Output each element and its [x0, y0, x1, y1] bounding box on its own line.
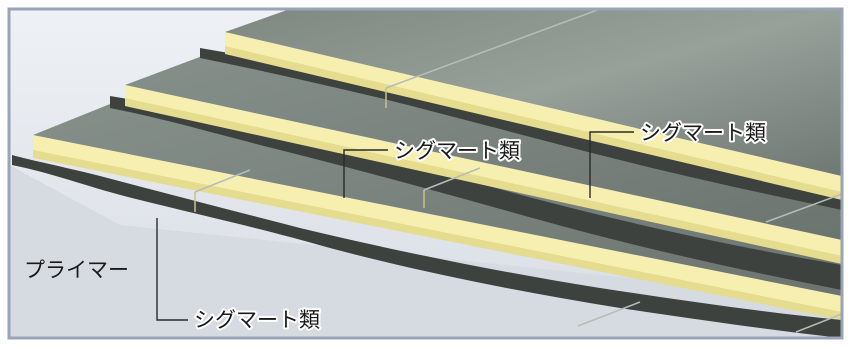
membrane-sheet-1: [33, 100, 842, 296]
label-sigmart-middle: シグマート類: [394, 139, 520, 163]
seam-line-lower-right: [795, 313, 842, 333]
leader-sigmart-middle: [343, 149, 388, 198]
adhesive-layer-3: [200, 48, 842, 210]
seam-line-middle: [423, 167, 481, 191]
adhesive-layer-2: [110, 96, 842, 290]
membrane-sheet-3: [225, 9, 842, 176]
adhesive-layer-1: [12, 155, 842, 338]
layers-group: [9, 9, 842, 338]
insulation-edge-1-shade: [33, 150, 842, 320]
label-sigmart-bottom: シグマート類: [194, 308, 320, 332]
seam-line-top: [385, 9, 601, 89]
insulation-edge-3-shade: [225, 46, 842, 200]
leader-sigmart-top-right: [589, 131, 634, 198]
label-primer: プライマー: [24, 258, 129, 282]
seam-line-lower: [577, 301, 641, 327]
seam-line-right: [765, 193, 842, 223]
membrane-sheet-2: [125, 55, 842, 240]
seam-line-bottom: [194, 169, 251, 193]
insulation-edge-2-shade: [125, 98, 842, 264]
label-sigmart-top-right: シグマート類: [640, 121, 766, 145]
leader-sigmart-bottom: [156, 218, 188, 321]
diagram-frame: [7, 7, 844, 340]
